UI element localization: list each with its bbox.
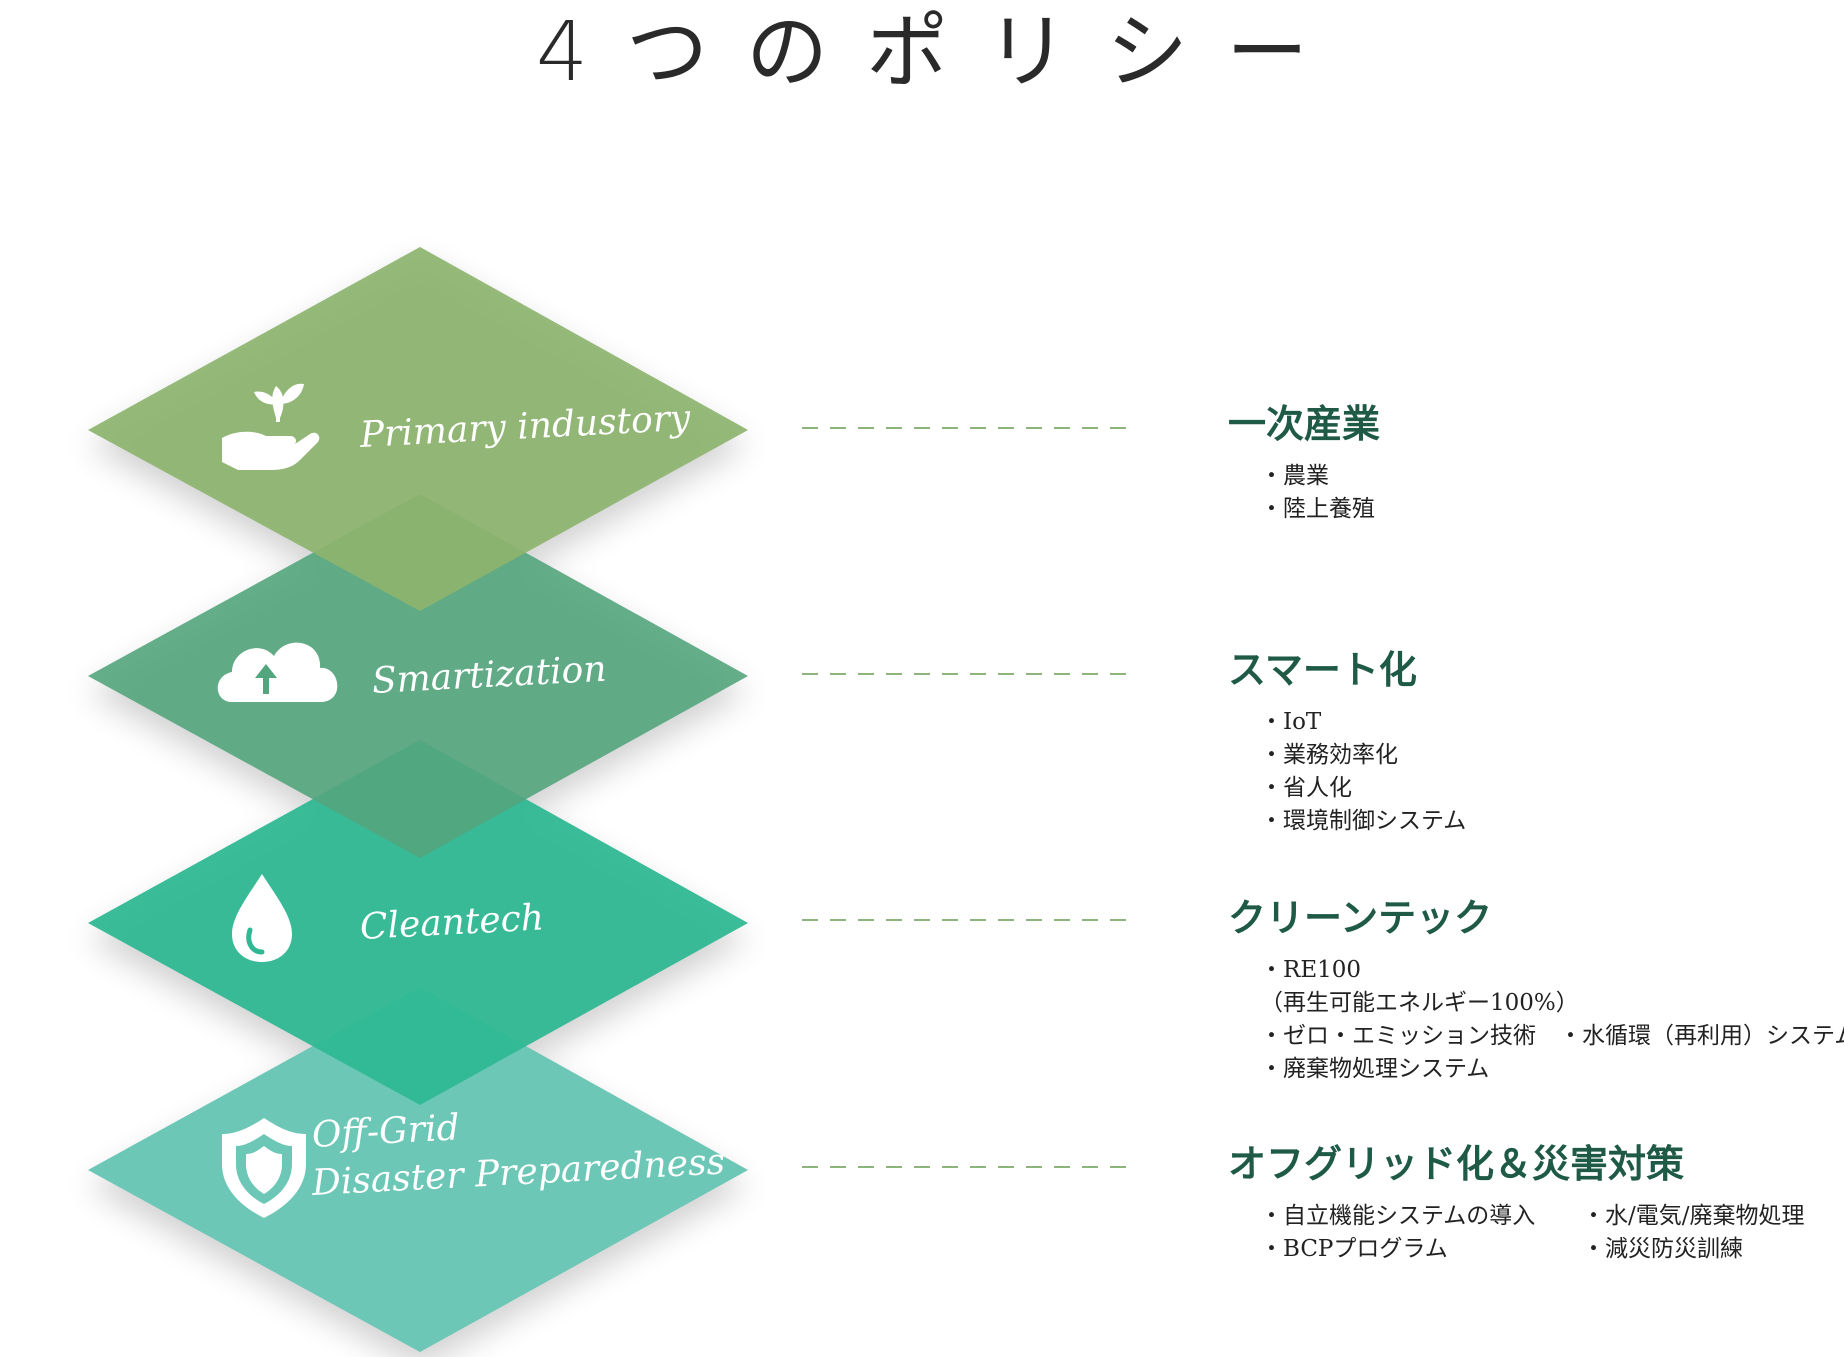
policy-item: ・IoT	[1260, 709, 1322, 735]
layer-label-offgrid-line1: Off-Grid	[310, 1107, 461, 1156]
policy-item: （再生可能エネルギー100%）	[1260, 990, 1579, 1016]
policy-item: ・水/電気/廃棄物処理	[1582, 1203, 1805, 1229]
page-title: 4つのポリシー	[535, 5, 1347, 100]
policy-smartization: スマート化 ・IoT ・業務効率化 ・省人化 ・環境制御システム	[1228, 646, 1838, 838]
shield-icon	[222, 1118, 306, 1218]
diamond-smartization	[88, 494, 748, 858]
policy-item: ・省人化	[1260, 775, 1352, 801]
policy-item-list: ・農業 ・陸上養殖	[1228, 460, 1838, 526]
policy-item-list: ・RE100 （再生可能エネルギー100%） ・ゼロ・エミッション技術 ・水循環…	[1228, 954, 1844, 1086]
policy-item-list: ・自立機能システムの導入 ・水/電気/廃棄物処理 ・BCPプログラム ・減災防災…	[1228, 1200, 1838, 1266]
diamond-primary	[88, 247, 748, 611]
policy-item: ・環境制御システム	[1260, 808, 1467, 834]
policy-item-list: ・IoT ・業務効率化 ・省人化 ・環境制御システム	[1228, 706, 1838, 838]
policy-item: ・業務効率化	[1260, 742, 1398, 768]
policy-item: ・自立機能システムの導入	[1260, 1203, 1536, 1229]
policy-item: ・廃棄物処理システム	[1260, 1056, 1490, 1082]
hand-sprout-icon	[222, 383, 320, 470]
water-drop-icon	[232, 874, 292, 962]
policy-offgrid: オフグリッド化＆災害対策 ・自立機能システムの導入 ・水/電気/廃棄物処理 ・B…	[1228, 1140, 1838, 1266]
connector-lines	[802, 427, 1126, 1168]
policy-heading: オフグリッド化＆災害対策	[1228, 1141, 1685, 1186]
policy-item: ・減災防災訓練	[1582, 1236, 1743, 1262]
policy-item: ・BCPプログラム	[1260, 1236, 1448, 1262]
policy-item: ・陸上養殖	[1260, 496, 1375, 522]
policy-cleantech: クリーンテック ・RE100 （再生可能エネルギー100%） ・ゼロ・エミッショ…	[1228, 894, 1844, 1086]
policy-heading: 一次産業	[1228, 401, 1381, 446]
policy-item: ・RE100	[1260, 957, 1362, 983]
policy-primary: 一次産業 ・農業 ・陸上養殖	[1228, 400, 1838, 526]
policy-item: ・ゼロ・エミッション技術 ・水循環（再利用）システム	[1260, 1023, 1844, 1049]
cloud-upload-icon	[217, 642, 338, 702]
diamond-cleantech	[88, 740, 748, 1105]
policy-heading: クリーンテック	[1228, 895, 1493, 940]
policy-item: ・農業	[1260, 463, 1329, 489]
diamond-offgrid	[88, 987, 748, 1352]
policy-heading: スマート化	[1228, 647, 1417, 692]
